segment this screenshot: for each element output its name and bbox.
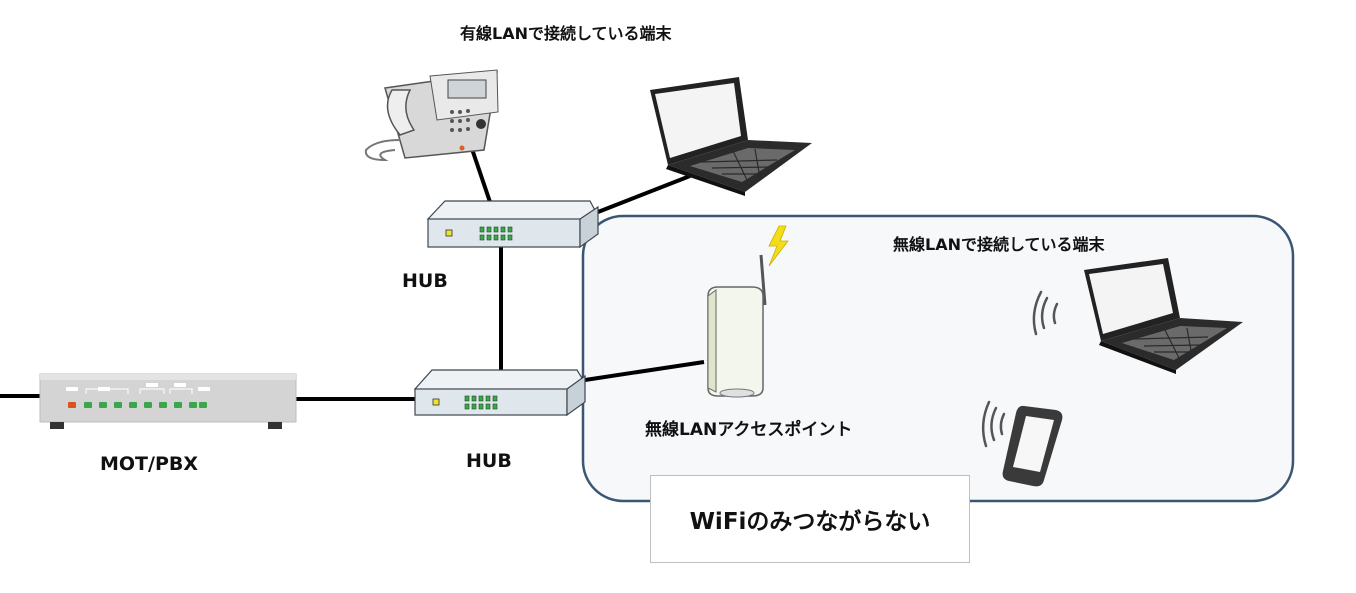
hub-icon	[413, 369, 586, 417]
wired-terminals-label: 有線LANで接続している端末	[460, 24, 672, 43]
wifi-signal-icon	[1032, 290, 1059, 336]
access-point-label: 無線LANアクセスポイント	[645, 420, 853, 440]
hub-top-label: HUB	[402, 270, 448, 292]
smartphone-icon	[1002, 405, 1063, 487]
cable-hub-ap	[584, 360, 705, 382]
status-message: WiFiのみつながらない	[689, 509, 931, 535]
wifi-signal-icon	[981, 400, 1006, 448]
pbx-icon	[39, 373, 297, 429]
lightning-icon	[768, 225, 789, 267]
phone-icon	[364, 69, 499, 162]
mot-pbx-label: MOT/PBX	[100, 453, 199, 475]
cables	[0, 145, 705, 401]
wireless-terminals-label: 無線LANで接続している端末	[893, 235, 1105, 254]
cable-phone-hub	[469, 145, 492, 203]
access-point-icon	[707, 254, 767, 398]
status-callout: WiFiのみつながらない	[650, 475, 970, 563]
cable-laptop-hub	[597, 174, 691, 214]
hub-bottom-label: HUB	[466, 450, 512, 472]
laptop-icon	[650, 77, 812, 196]
hub-icon	[426, 200, 599, 249]
laptop-icon	[1084, 258, 1243, 374]
